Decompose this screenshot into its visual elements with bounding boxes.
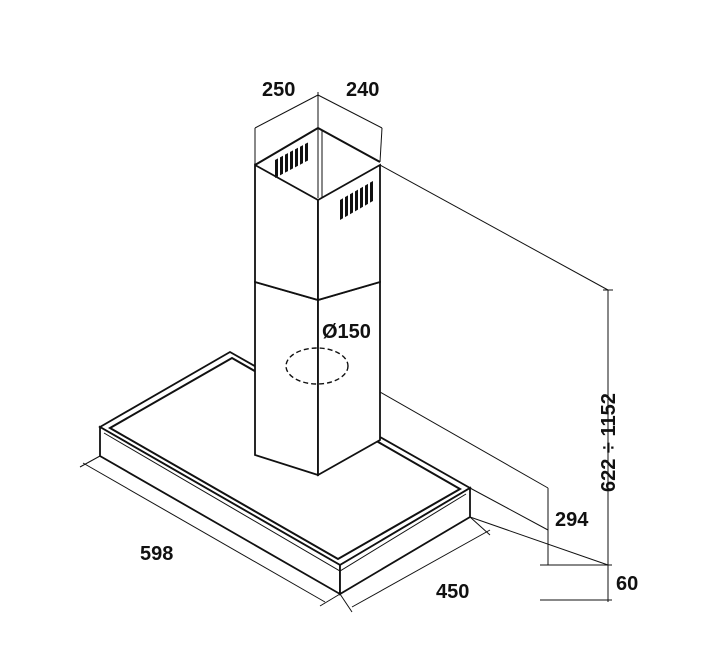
base-thickness-dimension-lines [469,516,612,601]
upper-chimney [254,126,381,302]
canopy-top-lip [107,356,463,561]
hood-depth-label: 450 [436,581,469,603]
canopy-height-label: 294 [555,509,589,531]
base-thickness-label: 60 [616,573,638,595]
lower-chimney-right-face [317,280,381,477]
width-dimension-lines [79,455,341,607]
chimney-depth-label: 240 [346,79,379,101]
chimney-width-label: 250 [262,79,295,101]
upper-chimney-left-face [254,163,319,302]
hood-width-label: 598 [140,543,173,565]
lower-chimney [254,280,381,477]
depth-dimension-lines [339,516,491,613]
height-dimension-lines [379,164,613,602]
duct-diameter-label: Ø150 [322,321,371,343]
upper-chimney-right-face [317,163,381,302]
canopy-front-inner-edge [103,432,467,572]
vent-slots-left [275,142,308,178]
duct-outlet-ellipse [285,347,349,385]
canopy-height-dimension-lines [379,391,549,565]
vent-slots-right [340,180,373,220]
top-dimension-lines [254,92,383,165]
lower-chimney-left-face [254,280,319,477]
height-range-label: 622 ÷ 1152 [598,393,620,492]
